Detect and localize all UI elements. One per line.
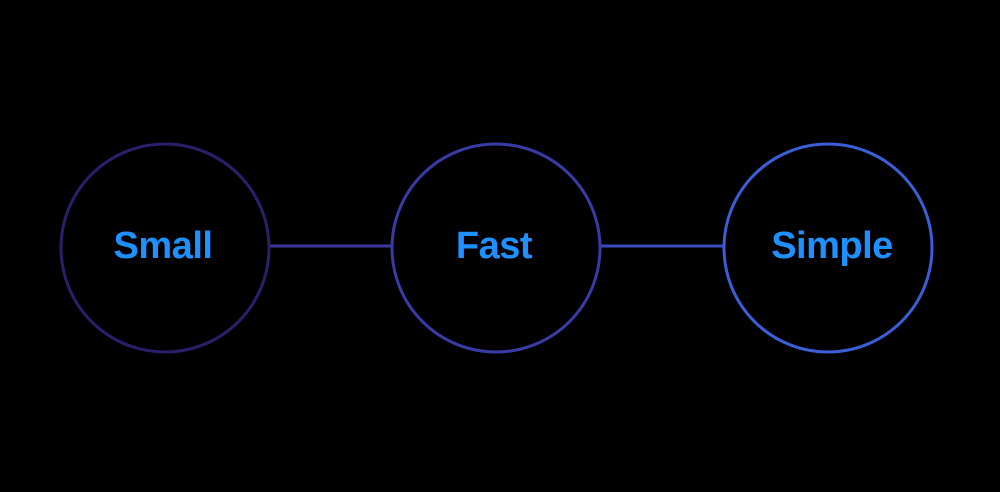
node-simple: Simple [722,142,934,354]
node-small-label: Small [114,225,213,267]
node-fast-circle [390,142,602,354]
node-simple-circle [722,142,934,354]
node-fast: Fast [390,142,602,354]
node-small: Small [59,142,271,354]
node-simple-label: Simple [771,225,893,267]
node-fast-label: Fast [456,225,533,267]
node-small-circle [59,142,271,354]
